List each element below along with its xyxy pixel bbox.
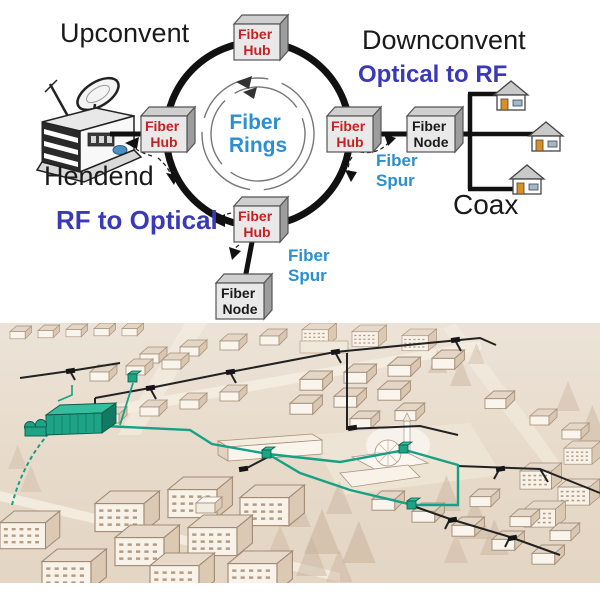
fiber-spur-bottom-label: Fiber Spur bbox=[288, 246, 334, 285]
fiber-network bbox=[11, 382, 460, 507]
fiber-hub-bottom: Fiber Hub bbox=[232, 195, 290, 244]
neighborhood-aerial-illustration bbox=[0, 323, 600, 583]
optical-to-rf-label: Optical to RF bbox=[358, 61, 507, 88]
inner-rings-icon bbox=[201, 76, 315, 191]
coax-lines bbox=[467, 91, 534, 192]
rf-to-optical-label: RF to Optical bbox=[56, 205, 218, 235]
fiber-node-label: Fiber Node bbox=[221, 285, 259, 317]
arrowheads bbox=[125, 134, 396, 260]
downconvert-label: Downconvent bbox=[362, 25, 526, 55]
fiber-node-bottom: Fiber Node bbox=[214, 272, 274, 321]
fiber-hub-top: Fiber Hub bbox=[232, 13, 290, 62]
fiber-node-right: Fiber Node bbox=[405, 105, 465, 154]
headend-label: Hendend bbox=[44, 161, 154, 191]
school-building bbox=[216, 433, 324, 462]
ccw-arrowhead-icon bbox=[243, 87, 257, 99]
utility-box bbox=[194, 496, 224, 514]
fiber-node-label: Fiber Node bbox=[412, 118, 450, 150]
headend-building-icon bbox=[35, 76, 143, 183]
coax-label: Coax bbox=[453, 189, 518, 220]
fiber-hub-label: Fiber Hub bbox=[331, 118, 369, 150]
fiber-rings-label: Fiber Rings bbox=[229, 111, 287, 157]
fiber-spur-right-label: Fiber Spur bbox=[376, 151, 422, 190]
fiber-hub-label: Fiber Hub bbox=[238, 26, 276, 58]
photo-headend-building bbox=[24, 402, 118, 437]
fiber-hub-left: Fiber Hub bbox=[139, 105, 197, 154]
hfc-network-diagram: Fiber Rings bbox=[35, 13, 564, 321]
upconvert-label: Upconvent bbox=[60, 18, 190, 48]
house-icon bbox=[528, 121, 564, 152]
ccw-arrowhead-icon bbox=[236, 76, 252, 89]
fiber-hub-label: Fiber Hub bbox=[238, 208, 276, 240]
fiber-hub-label: Fiber Hub bbox=[145, 118, 183, 150]
fiber-hub-right: Fiber Hub bbox=[325, 105, 383, 154]
